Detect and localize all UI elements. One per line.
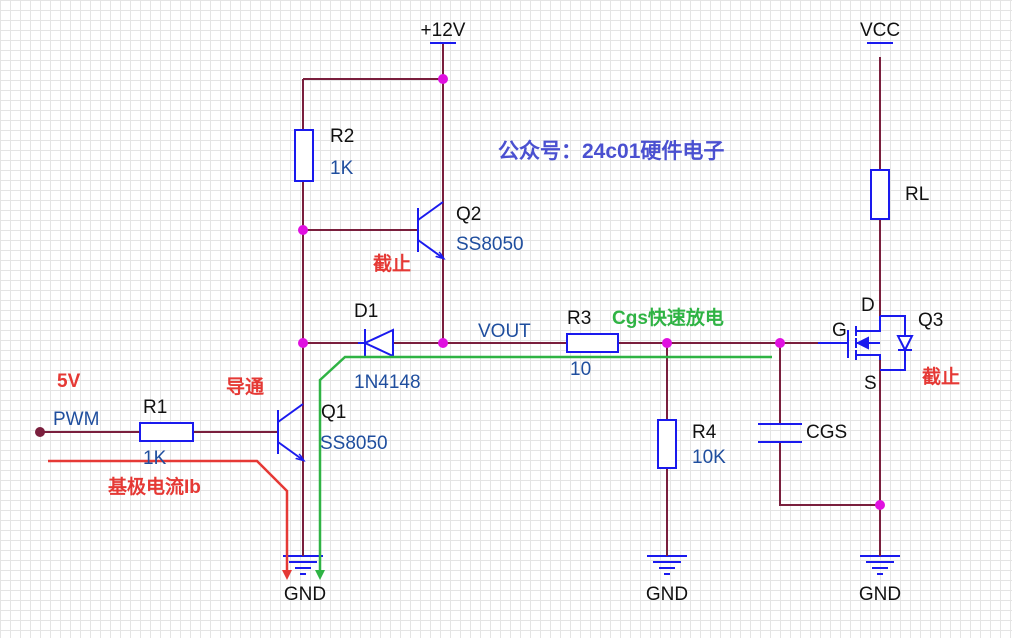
r4-value: 10K — [692, 447, 726, 468]
base-current-label: 基极电流Ib — [107, 475, 201, 498]
r1-ref: R1 — [143, 397, 167, 418]
q2-state-label: 截止 — [373, 252, 411, 275]
pwm-port — [35, 427, 45, 437]
q2-part: SS8050 — [456, 234, 524, 255]
r1-value: 1K — [143, 448, 167, 469]
r4-body — [657, 419, 677, 469]
vout-label: VOUT — [478, 321, 531, 342]
q3-drain-pin: D — [861, 295, 875, 316]
cgs-plates — [758, 423, 802, 443]
r3-ref: R3 — [567, 308, 591, 329]
r3-value: 10 — [570, 359, 591, 380]
q2-ref: Q2 — [456, 204, 481, 225]
gnd-label-1: GND — [284, 584, 326, 605]
q2-transistor — [417, 201, 443, 258]
q3-state-label: 截止 — [922, 365, 960, 388]
junctions — [298, 74, 885, 510]
q3-source-pin: S — [864, 373, 877, 394]
r4-ref: R4 — [692, 422, 717, 443]
q1-transistor — [277, 403, 303, 460]
cgs-ref: CGS — [806, 422, 847, 443]
d1-part: 1N4148 — [354, 372, 421, 393]
ground-symbol-1 — [283, 555, 323, 575]
ground-symbol-2 — [647, 555, 687, 575]
r3-body — [566, 333, 619, 353]
d1-diode — [358, 328, 394, 358]
gnd-label-2: GND — [646, 584, 688, 605]
v5-label: 5V — [57, 371, 81, 392]
cgs-discharge-arrow — [315, 355, 772, 580]
pwm-label: PWM — [53, 409, 99, 430]
ground-symbol-3 — [860, 555, 900, 575]
base-current-arrow — [48, 459, 292, 580]
vcc-label: VCC — [860, 20, 900, 41]
q1-ref: Q1 — [321, 402, 346, 423]
cgs-discharge-label: Cgs快速放电 — [612, 306, 724, 329]
d1-ref: D1 — [354, 301, 378, 322]
r2-ref: R2 — [330, 126, 354, 147]
q1-state-label: 导通 — [226, 376, 265, 398]
q1-part: SS8050 — [320, 433, 388, 454]
wires — [40, 43, 881, 550]
q3-ref: Q3 — [918, 310, 943, 331]
rl-ref: RL — [905, 184, 929, 205]
rl-body — [870, 169, 890, 220]
r2-body — [294, 129, 314, 182]
r1-body — [139, 422, 194, 442]
gnd-label-3: GND — [859, 584, 901, 605]
plus12v-label: +12V — [421, 20, 466, 41]
q3-mosfet — [818, 315, 914, 371]
q3-gate-pin: G — [832, 320, 847, 341]
components — [139, 42, 914, 575]
page-title: 公众号：24c01硬件电子 — [498, 140, 724, 163]
r2-value: 1K — [330, 158, 354, 179]
